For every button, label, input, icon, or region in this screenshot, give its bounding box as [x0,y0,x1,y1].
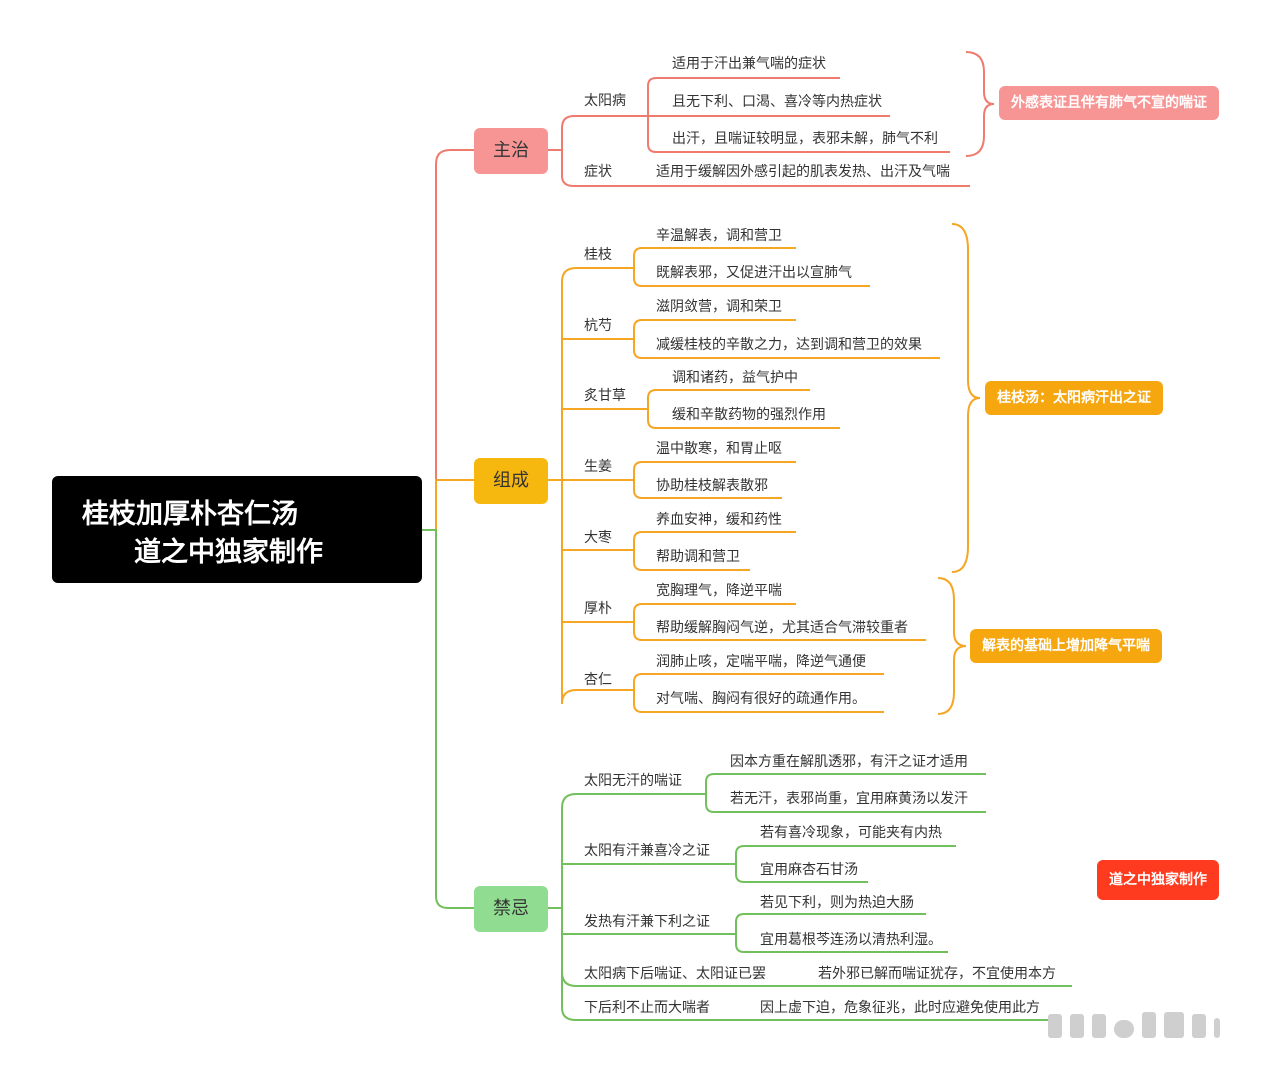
zhuzhi-summary-tag[interactable]: 外感表证且伴有肺气不宣的喘证 [999,86,1219,120]
root-title-line1: 桂枝加厚朴杏仁汤 [82,499,298,530]
zucheng-group-label[interactable]: 杭芍 [584,318,612,334]
jinji-group-label[interactable]: 太阳无汗的喘证 [584,773,682,789]
zucheng-group-label[interactable]: 桂枝 [584,247,612,263]
jinji-item[interactable]: 宜用麻杏石甘汤 [760,862,858,878]
zucheng-item[interactable]: 帮助缓解胸闷气逆，尤其适合气滞较重者 [656,620,908,636]
zhuzhi-group-label[interactable]: 症状 [584,164,612,180]
zucheng-summary-tag-2[interactable]: 解表的基础上增加降气平喘 [970,629,1162,663]
zucheng-group-label[interactable]: 大枣 [584,530,612,546]
jinji-item[interactable]: 若无汗，表邪尚重，宜用麻黄汤以发汗 [730,791,968,807]
watermark-graphic [1048,1012,1220,1038]
jinji-group-label[interactable]: 太阳有汗兼喜冷之证 [584,843,710,859]
zucheng-item[interactable]: 调和诸药，益气护中 [672,370,798,386]
zucheng-item[interactable]: 缓和辛散药物的强烈作用 [672,407,826,423]
jinji-item[interactable]: 若有喜冷现象，可能夹有内热 [760,825,942,841]
zucheng-item[interactable]: 养血安神，缓和药性 [656,512,782,528]
zucheng-item[interactable]: 辛温解表，调和营卫 [656,228,782,244]
credit-tag[interactable]: 道之中独家制作 [1097,860,1219,900]
jinji-group-label[interactable]: 发热有汗兼下利之证 [584,914,710,930]
zhuzhi-item[interactable]: 适用于汗出兼气喘的症状 [672,56,826,72]
zucheng-group-label[interactable]: 生姜 [584,459,612,475]
zucheng-group-label[interactable]: 炙甘草 [584,388,626,404]
jinji-group-label[interactable]: 太阳病下后喘证、太阳证已罢 [584,966,766,982]
jinji-item[interactable]: 因上虚下迫，危象征兆，此时应避免使用此方 [760,1000,1040,1016]
branch-jinji[interactable]: 禁忌 [474,886,548,932]
zucheng-group-label[interactable]: 杏仁 [584,672,612,688]
jinji-group-label[interactable]: 下后利不止而大喘者 [584,1000,710,1016]
branch-zhuzhi[interactable]: 主治 [474,128,548,174]
zucheng-item[interactable]: 宽胸理气，降逆平喘 [656,583,782,599]
zhuzhi-item[interactable]: 出汗，且喘证较明显，表邪未解，肺气不利 [672,131,938,147]
zucheng-item[interactable]: 滋阴敛营，调和荣卫 [656,299,782,315]
zucheng-summary-tag[interactable]: 桂枝汤：太阳病汗出之证 [985,381,1163,415]
zucheng-item[interactable]: 既解表邪，又促进汗出以宣肺气 [656,265,852,281]
zucheng-item[interactable]: 帮助调和营卫 [656,549,740,565]
zucheng-item[interactable]: 协助桂枝解表散邪 [656,478,768,494]
jinji-item[interactable]: 若见下利，则为热迫大肠 [760,895,914,911]
zhuzhi-item[interactable]: 且无下利、口渴、喜冷等内热症状 [672,94,882,110]
zhuzhi-item[interactable]: 适用于缓解因外感引起的肌表发热、出汗及气喘 [656,164,950,180]
branch-zucheng[interactable]: 组成 [474,458,548,504]
zhuzhi-group-label[interactable]: 太阳病 [584,93,626,109]
jinji-item[interactable]: 若外邪已解而喘证犹存，不宜使用本方 [818,966,1056,982]
zucheng-item[interactable]: 减缓桂枝的辛散之力，达到调和营卫的效果 [656,337,922,353]
zucheng-item[interactable]: 温中散寒，和胃止呕 [656,441,782,457]
zucheng-group-label[interactable]: 厚朴 [584,601,612,617]
zucheng-item[interactable]: 对气喘、胸闷有很好的疏通作用。 [656,691,866,707]
root-title-line2: 道之中独家制作 [134,537,323,568]
root-node[interactable]: 桂枝加厚朴杏仁汤 道之中独家制作 [52,476,422,583]
jinji-item[interactable]: 因本方重在解肌透邪，有汗之证才适用 [730,754,968,770]
zucheng-item[interactable]: 润肺止咳，定喘平喘，降逆气通便 [656,654,866,670]
jinji-item[interactable]: 宜用葛根芩连汤以清热利湿。 [760,932,942,948]
